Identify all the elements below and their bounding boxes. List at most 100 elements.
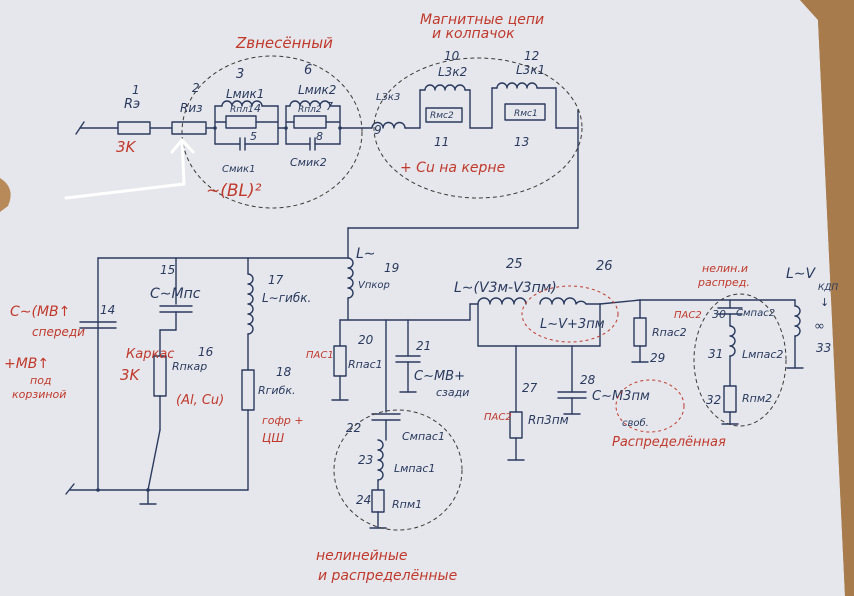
- label-1: 1: [132, 83, 140, 97]
- label-cmb-back: C∼MB+: [414, 369, 465, 384]
- label-19: 19: [384, 261, 399, 275]
- label-33: 33: [816, 341, 831, 355]
- label-l33: L∼V: [786, 266, 817, 282]
- label-goff: гофр +: [262, 414, 304, 427]
- label-lmpas2: Lмпас2: [742, 348, 783, 361]
- label-pas2-left: ПАС2: [484, 412, 512, 423]
- label-rpm2: Rпм2: [742, 392, 772, 405]
- label-cmb-front: C∼(MB↑: [10, 304, 70, 320]
- label-20: 20: [358, 333, 374, 347]
- label-cmik1: Cмик1: [222, 164, 255, 175]
- label-cmpas2: Cмпас2: [736, 308, 775, 319]
- label-rpzpm: Rп3пм: [528, 413, 569, 427]
- label-29: 29: [650, 351, 665, 365]
- label-2: 2: [192, 81, 200, 95]
- label-rpl1: Rпл1: [230, 105, 254, 115]
- label-10: 10: [444, 49, 460, 63]
- middle-bus-wires: [339, 299, 796, 347]
- magnetic-cell-2: 12 L3к1 Rмс1 13: [491, 49, 557, 149]
- top-chain-wires: [79, 109, 579, 259]
- label-szadi: сзади: [436, 386, 469, 399]
- note-z-introduced: Zвнесённый: [235, 34, 333, 52]
- note-nonlin-distributed-1: нелин.и: [702, 262, 748, 275]
- element-27-resistor: 27 Rп3пм ПАС2: [484, 345, 569, 461]
- label-26: 26: [596, 259, 613, 274]
- element-28-capacitor: 28 C∼M3пм своб. Распределённая: [557, 345, 726, 450]
- label-front: спереди: [32, 325, 85, 339]
- label-6: 6: [304, 63, 312, 78]
- label-27: 27: [522, 381, 538, 395]
- label-l3k3: L3к3: [376, 92, 400, 103]
- element-25-inductor: 25 L∼(V3м-V3пм): [454, 257, 557, 305]
- note-magnetic-line2: и колпачок: [432, 26, 515, 42]
- element-9-inductor: L3к3 9: [371, 92, 406, 137]
- label-28: 28: [580, 373, 596, 387]
- label-cmpas1: Cмпас1: [402, 430, 445, 443]
- label-distributed: Распределённая: [612, 435, 726, 450]
- label-mb-basket: +MB↑: [4, 356, 49, 372]
- label-rmc1: Rмс1: [514, 109, 538, 119]
- label-svob: своб.: [622, 417, 649, 429]
- wood-background: [800, 0, 854, 596]
- label-re: Rэ: [124, 97, 140, 112]
- label-3k-top: 3K: [116, 138, 137, 156]
- label-24: 24: [356, 493, 371, 507]
- label-l3k2: L3к2: [438, 65, 467, 79]
- paper-notch: [0, 178, 11, 212]
- label-riz: Rиз: [180, 101, 203, 115]
- label-31: 31: [708, 347, 723, 361]
- label-25: 25: [506, 257, 523, 272]
- label-3k-lower: 3K: [120, 366, 141, 384]
- label-18: 18: [276, 365, 292, 379]
- label-arrow-down-icon: ↓: [820, 296, 829, 309]
- label-rpkar: Rпкар: [172, 360, 207, 373]
- element-1-resistor-re: 1 Rэ 3K: [75, 83, 151, 156]
- label-lmpas1: Lмпас1: [394, 462, 435, 475]
- label-3: 3: [236, 67, 244, 82]
- label-kdp: КДП: [818, 283, 838, 293]
- element-21-capacitor: 21 C∼MB+ сзади: [395, 319, 469, 399]
- zone-ellipse-nonlinear: [333, 409, 463, 531]
- label-21: 21: [416, 339, 431, 353]
- label-l19: L∼: [356, 246, 376, 262]
- magnetic-cell-1: 10 L3к2 Rмс2 11: [419, 49, 471, 149]
- label-lmik2: Lмик2: [298, 83, 336, 97]
- label-17: 17: [268, 273, 284, 287]
- note-nonlin-distributed-2: распред.: [697, 276, 750, 289]
- zone-ellipse-magnetic: [373, 57, 583, 199]
- label-8: 8: [316, 130, 323, 143]
- label-rpl2: Rпл2: [298, 105, 322, 115]
- label-16: 16: [198, 345, 214, 359]
- element-17-18-branch: 17 L∼гибк. 18 Rгибк. гофр + ЦШ: [241, 257, 311, 491]
- label-cshch: ЦШ: [262, 431, 284, 445]
- label-czpm: C∼M3пм: [592, 389, 650, 404]
- label-5: 5: [250, 130, 257, 143]
- label-l3k1: L3к1: [516, 63, 545, 77]
- element-22-23-24-branch: 22 Cмпас1 23 Lмпас1 24 Rпм1: [346, 319, 445, 529]
- label-l25: L∼(V3м-V3пм): [454, 280, 557, 296]
- label-korzinoy: корзиной: [12, 388, 66, 401]
- label-30: 30: [712, 308, 726, 321]
- label-infinity: ∞: [814, 319, 825, 334]
- element-15-16-branch: 15 C∼Mпс 16 Rпкар Каркас 3K (Al, Cu): [120, 257, 224, 491]
- element-19-inductor: L∼ 19 Vпкор: [347, 246, 399, 321]
- label-23: 23: [358, 453, 373, 467]
- label-13: 13: [514, 135, 529, 149]
- label-rmc2: Rмс2: [430, 111, 454, 121]
- element-20-resistor: 20 Rпас1 ПАС1: [306, 319, 383, 401]
- label-cmik2: Cмик2: [290, 156, 327, 169]
- label-7: 7: [326, 100, 333, 113]
- label-lmik1: Lмик1: [226, 87, 264, 101]
- label-11: 11: [434, 135, 449, 149]
- element-33-inductor: L∼V КДП ↓ ∞ 33: [786, 266, 838, 369]
- zone-ellipse-introduced: [181, 55, 363, 209]
- note-nonlinear-1: нелинейные: [316, 548, 408, 564]
- note-bl2: ∼(BL)²: [206, 181, 262, 201]
- element-30-31-32-branch: 30 Cмпас2 31 Lмпас2 32 Rпм2 нелин.и расп…: [693, 262, 787, 427]
- label-rgibk: Rгибк.: [258, 384, 296, 397]
- label-15: 15: [160, 263, 175, 277]
- label-22: 22: [346, 421, 361, 435]
- label-vpkor: Vпкор: [358, 280, 390, 291]
- winding-1-group: 3 Lмик1 Rпл1 4 5 Cмик1: [214, 67, 287, 175]
